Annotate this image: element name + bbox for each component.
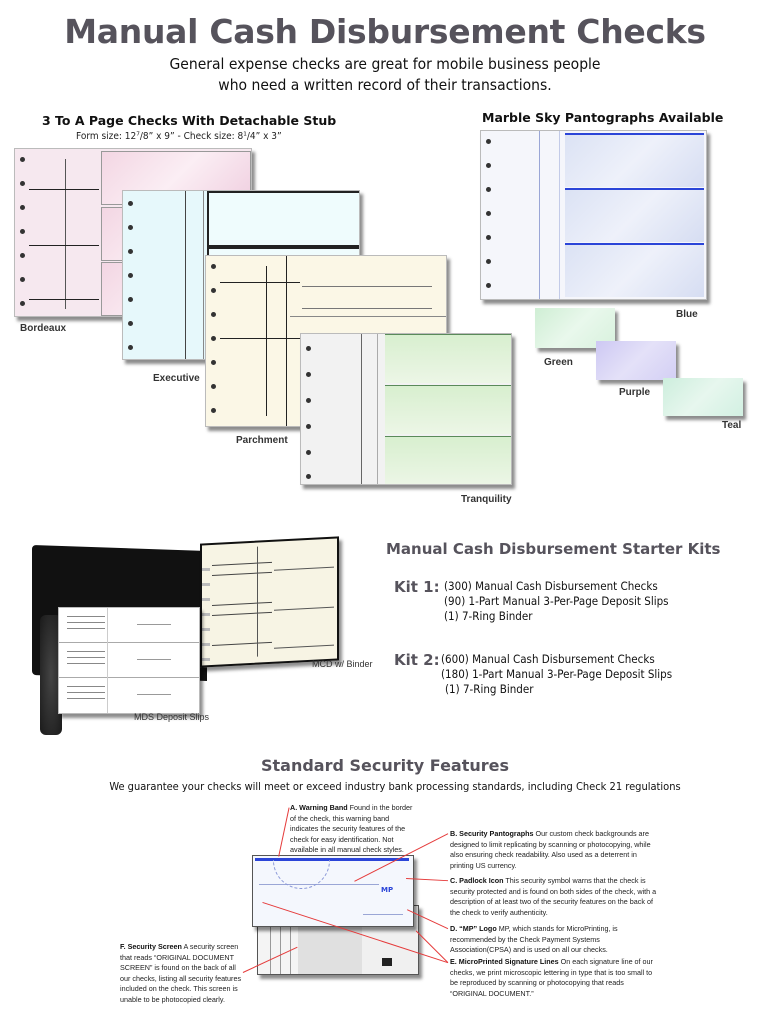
binder-rings: [202, 556, 210, 666]
tranquility-check-sheet: [300, 333, 512, 485]
kit-1-item: (1) 7-Ring Binder: [444, 609, 533, 623]
feature-a-text: Found in the border of the check, this w…: [290, 803, 413, 854]
binder-spine: [40, 615, 62, 735]
blue-check-sheet: [480, 130, 707, 300]
feature-d-text: MP, which stands for MicroPrinting, is r…: [450, 924, 618, 954]
feature-f-title: F. Security Screen: [120, 942, 182, 951]
teal-label: Teal: [722, 420, 742, 431]
page-title: Manual Cash Disbursement Checks: [64, 12, 706, 51]
security-subheading: We guarantee your checks will meet or ex…: [109, 780, 681, 793]
parchment-label: Parchment: [236, 435, 288, 446]
subtitle-line-1: General expense checks are great for mob…: [169, 55, 601, 73]
feature-b-title: B. Security Pantographs: [450, 829, 534, 838]
three-to-page-heading: 3 To A Page Checks With Detachable Stub: [42, 113, 337, 128]
tranquility-label: Tranquility: [461, 494, 512, 505]
executive-label: Executive: [153, 373, 200, 384]
page-subtitle: General expense checks are great for mob…: [0, 54, 770, 96]
feature-b: B. Security Pantographs Our custom check…: [450, 829, 662, 871]
feature-b-text: Our custom check backgrounds are designe…: [450, 829, 651, 870]
feature-a: A. Warning Band Found in the border of t…: [290, 803, 415, 856]
feature-d: D. “MP” Logo MP, which stands for MicroP…: [450, 924, 655, 956]
mds-deposit-slips: [58, 607, 200, 714]
feature-d-title: D. “MP” Logo: [450, 924, 497, 933]
kit-1-label: Kit 1:: [394, 578, 440, 596]
kit-1-item: (90) 1-Part Manual 3-Per-Page Deposit Sl…: [444, 594, 669, 608]
kit-2-item: (1) 7-Ring Binder: [445, 682, 534, 696]
mcd-binder-label: MCD w/ Binder: [312, 659, 373, 669]
security-heading: Standard Security Features: [260, 756, 510, 775]
feature-f: F. Security Screen A security screen tha…: [120, 942, 245, 1005]
purple-swatch: [596, 341, 676, 380]
mcd-check-page: [200, 536, 339, 668]
marble-sky-heading: Marble Sky Pantographs Available: [482, 110, 724, 125]
kit-2-item: (600) Manual Cash Disbursement Checks: [441, 652, 655, 666]
form-size-text: Form size: 12⁷/8” x 9” - Check size: 8¹/…: [76, 131, 282, 142]
padlock-icon: [382, 958, 392, 966]
feature-a-title: A. Warning Band: [290, 803, 348, 812]
feature-e-text: On each signature line of our checks, we…: [450, 957, 653, 998]
kit-2-label: Kit 2:: [394, 651, 440, 669]
feature-e-title: E. MicroPrinted Signature Lines: [450, 957, 559, 966]
feature-c: C. Padlock Icon This security symbol war…: [450, 876, 662, 918]
blue-label: Blue: [676, 309, 698, 320]
mp-logo-icon: MP: [381, 886, 394, 894]
green-label: Green: [544, 357, 573, 368]
purple-label: Purple: [619, 387, 651, 398]
bordeaux-label: Bordeaux: [20, 323, 67, 334]
mds-deposit-label: MDS Deposit Slips: [134, 712, 210, 722]
subtitle-line-2: who need a written record of their trans…: [218, 76, 552, 94]
teal-swatch: [663, 378, 743, 416]
arrow-a: [278, 807, 290, 857]
feature-c-title: C. Padlock Icon: [450, 876, 504, 885]
starter-kits-heading: Manual Cash Disbursement Starter Kits: [386, 540, 721, 558]
warning-band: [255, 858, 409, 861]
kit-2-items: (600) Manual Cash Disbursement Checks (1…: [441, 652, 672, 697]
kit-2-item: (180) 1-Part Manual 3-Per-Page Deposit S…: [441, 667, 673, 681]
feature-e: E. MicroPrinted Signature Lines On each …: [450, 957, 662, 999]
check-front-image: MP: [252, 855, 414, 927]
feature-f-text: A security screen that reads “ORIGINAL D…: [120, 942, 242, 1004]
feature-c-text: This security symbol warns that the chec…: [450, 876, 657, 917]
kit-1-items: (300) Manual Cash Disbursement Checks (9…: [444, 579, 669, 624]
kit-1-item: (300) Manual Cash Disbursement Checks: [444, 579, 658, 593]
